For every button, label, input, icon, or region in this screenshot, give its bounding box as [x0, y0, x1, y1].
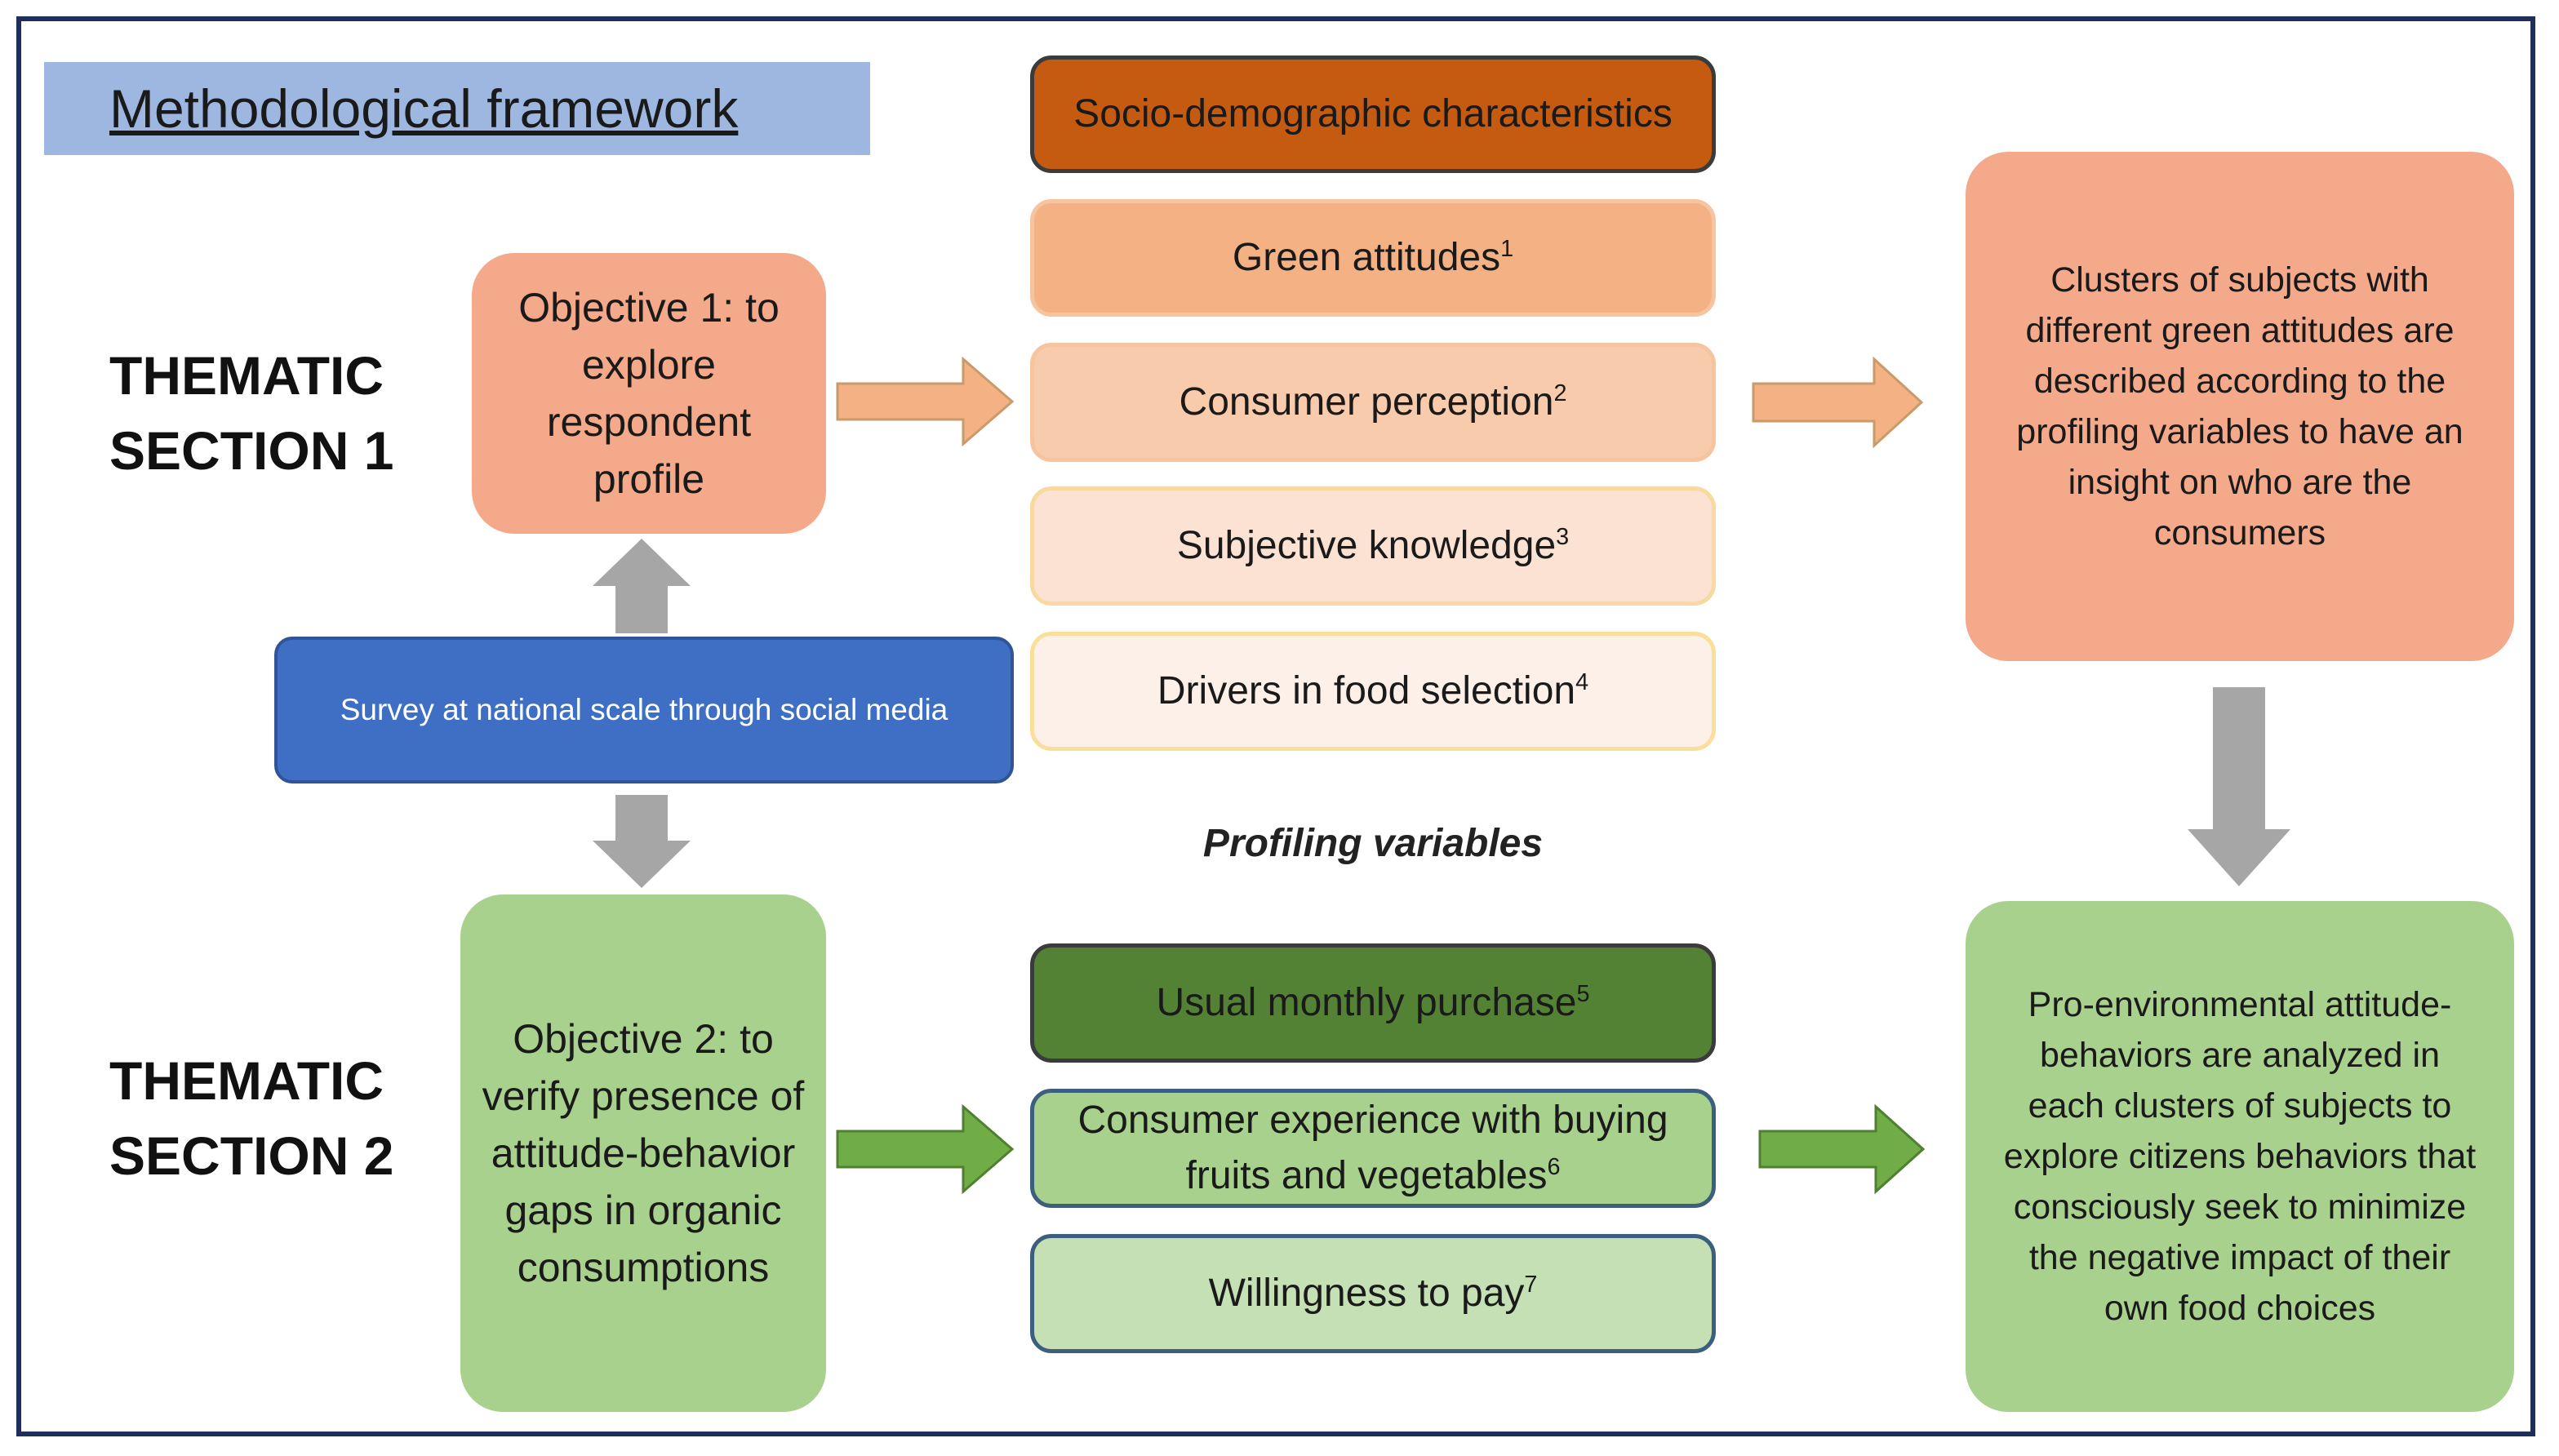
consumer-perception-sup: 2: [1553, 380, 1567, 406]
section2-line1: THEMATIC: [109, 1050, 384, 1111]
socio-demographic-label: Socio-demographic characteristics: [1073, 92, 1673, 135]
outcome-1-box: Clusters of subjects with different gree…: [1966, 152, 2514, 661]
arrow-survey-to-objective1: [593, 539, 691, 633]
green-attitudes-box: Green attitudes1: [1030, 199, 1716, 317]
consumer-experience-box: Consumer experience with buying fruits a…: [1030, 1089, 1716, 1208]
arrow-survey-to-objective2: [593, 795, 691, 888]
willingness-to-pay-box: Willingness to pay7: [1030, 1234, 1716, 1353]
subjective-knowledge-label: Subjective knowledge: [1176, 524, 1557, 567]
arrow-variables-to-outcome2: [1758, 1103, 1926, 1195]
objective-2-box: Objective 2: to verify presence of attit…: [460, 894, 826, 1412]
consumer-experience-sup: 6: [1547, 1154, 1561, 1180]
drivers-food-selection-box: Drivers in food selection4: [1030, 632, 1716, 751]
diagram-title: Methodological framework: [109, 78, 739, 139]
section1-line1: THEMATIC: [109, 345, 384, 406]
drivers-food-selection-sup: 4: [1575, 669, 1589, 695]
outcome-2-text: Pro-environmental attitude-behaviors are…: [2003, 985, 2477, 1328]
outcome-1-text: Clusters of subjects with different gree…: [2016, 260, 2463, 553]
willingness-to-pay-sup: 7: [1524, 1272, 1538, 1298]
arrow-objective2-to-variables: [836, 1103, 1015, 1195]
objective-2-text: Objective 2: to verify presence of attit…: [482, 1016, 805, 1290]
arrow-outcome1-to-outcome2: [2188, 687, 2290, 886]
thematic-section-2-label: THEMATIC SECTION 2: [109, 1043, 393, 1193]
subjective-knowledge-box: Subjective knowledge3: [1030, 486, 1716, 606]
survey-box: Survey at national scale through social …: [274, 637, 1014, 783]
consumer-experience-label: Consumer experience with buying fruits a…: [1077, 1099, 1668, 1197]
green-attitudes-label: Green attitudes: [1232, 236, 1501, 279]
profiling-variables-caption: Profiling variables: [1202, 822, 1544, 865]
usual-monthly-purchase-box: Usual monthly purchase5: [1030, 943, 1716, 1063]
drivers-food-selection-label: Drivers in food selection: [1157, 669, 1576, 712]
objective-1-text: Objective 1: to explore respondent profi…: [518, 285, 780, 502]
consumer-perception-label: Consumer perception: [1179, 380, 1554, 424]
socio-demographic-box: Socio-demographic characteristics: [1030, 55, 1716, 173]
survey-text: Survey at national scale through social …: [340, 693, 949, 726]
objective-1-box: Objective 1: to explore respondent profi…: [472, 253, 826, 534]
outcome-2-box: Pro-environmental attitude-behaviors are…: [1966, 901, 2514, 1412]
title-bar: Methodological framework: [44, 62, 870, 155]
section2-line2: SECTION 2: [109, 1125, 394, 1186]
thematic-section-1-label: THEMATIC SECTION 1: [109, 338, 393, 488]
usual-monthly-purchase-sup: 5: [1576, 981, 1590, 1007]
subjective-knowledge-sup: 3: [1556, 524, 1570, 550]
green-attitudes-sup: 1: [1500, 236, 1514, 262]
usual-monthly-purchase-label: Usual monthly purchase: [1156, 981, 1577, 1024]
willingness-to-pay-label: Willingness to pay: [1208, 1272, 1525, 1315]
arrow-variables-to-outcome1: [1752, 356, 1924, 449]
arrow-objective1-to-variables: [836, 356, 1015, 447]
section1-line2: SECTION 1: [109, 420, 394, 481]
consumer-perception-box: Consumer perception2: [1030, 343, 1716, 462]
